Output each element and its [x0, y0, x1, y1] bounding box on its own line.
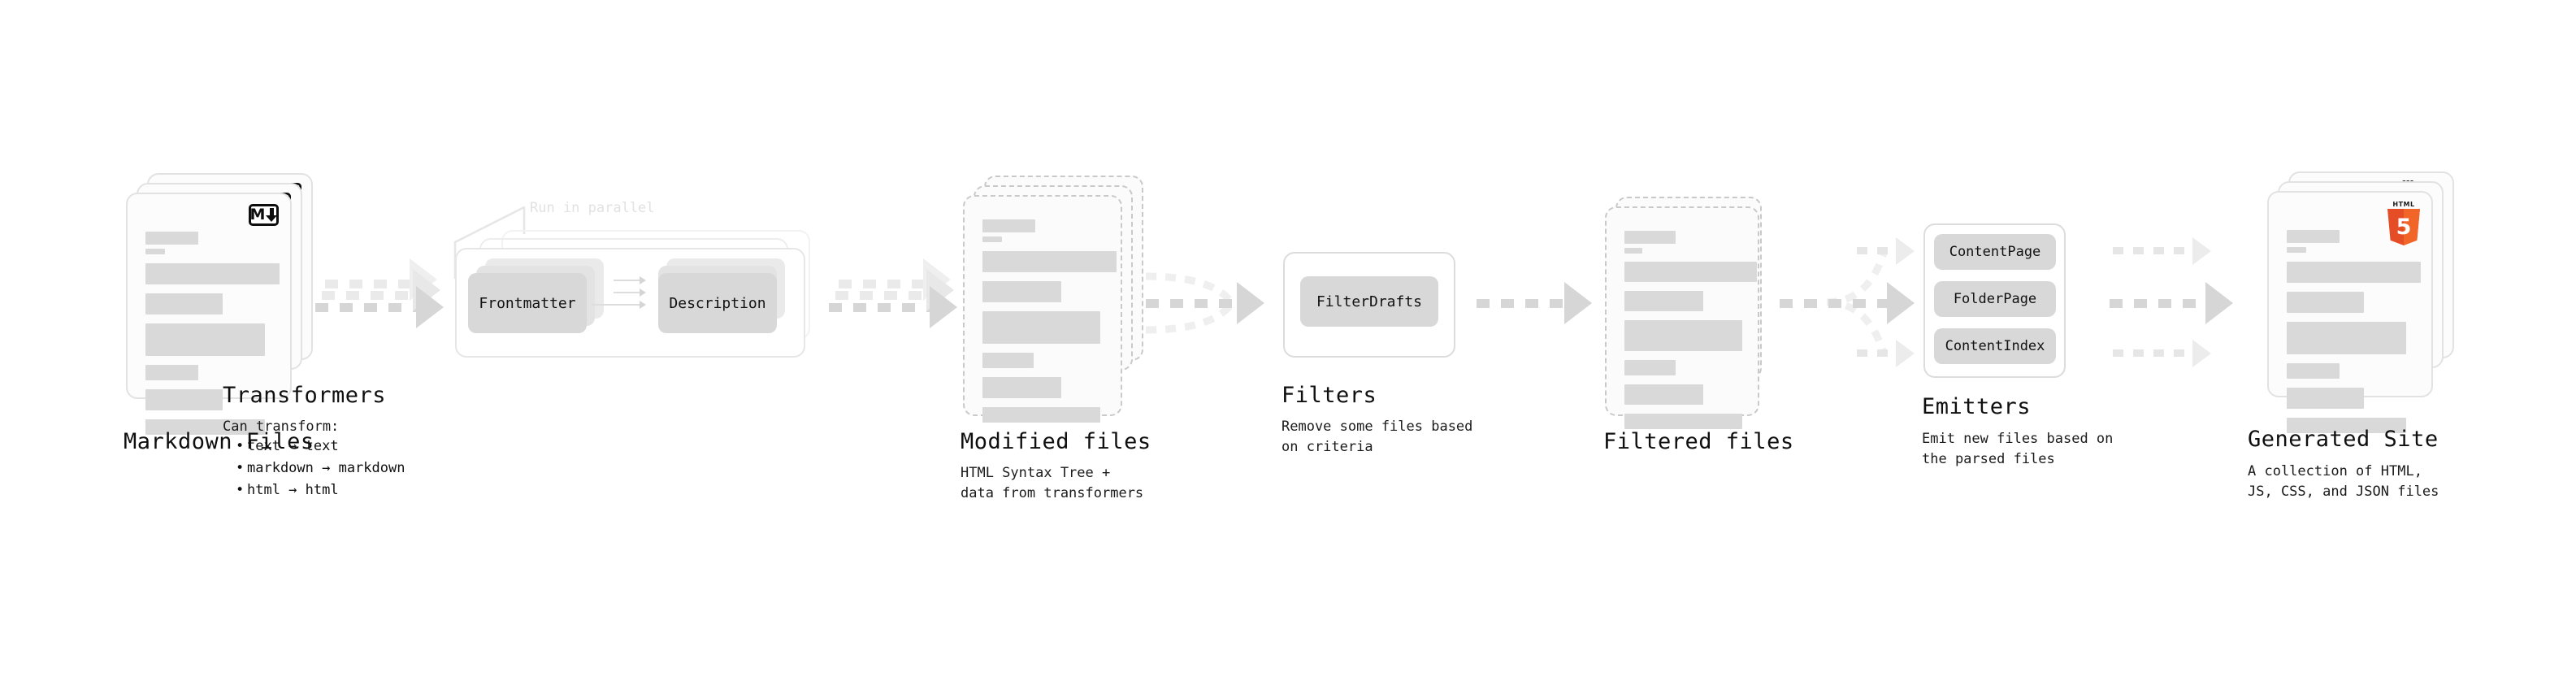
emitter-pill-contentindex[interactable]: ContentIndex: [1934, 328, 2056, 364]
markdown-card-front: M: [126, 193, 292, 435]
markdown-icon: M: [249, 204, 279, 226]
emitter-pill-folderpage[interactable]: FolderPage: [1934, 281, 2056, 317]
transformers-title: Transformers: [223, 383, 387, 408]
filters-subtitle: Remove some files based on criteria: [1281, 419, 1473, 455]
transformers-subtitle: Can transform:: [223, 419, 340, 435]
generated-site-title: Generated Site: [2248, 427, 2439, 452]
transformer-pill-description[interactable]: Description: [658, 273, 777, 333]
generated-card-front: HTML 5: [2267, 191, 2433, 433]
emitters-title: Emitters: [1922, 394, 2032, 419]
skeleton-bars: [145, 232, 280, 444]
modified-card-front: [963, 195, 1122, 423]
list-item: •markdown → markdown: [236, 460, 405, 476]
markdown-icon-arrow: [266, 208, 278, 222]
skeleton-bars: [2287, 230, 2421, 442]
emitters-subtitle: Emit new files based on the parsed files: [1922, 431, 2114, 467]
transformer-pill-frontmatter[interactable]: Frontmatter: [468, 273, 587, 333]
filter-pill-filterdrafts[interactable]: FilterDrafts: [1300, 276, 1438, 327]
filtered-card-front: [1605, 206, 1759, 429]
modified-files-title: Modified files: [961, 429, 1151, 454]
html5-icon-label: HTML: [2392, 201, 2415, 208]
markdown-icon-letter: M: [249, 206, 266, 223]
merge-curve: [1145, 272, 1235, 334]
skeleton-bars: [982, 219, 1117, 432]
skeleton-bars: [1624, 231, 1757, 438]
run-in-parallel-label: Run in parallel: [530, 200, 655, 216]
markdown-files-title: Markdown Files: [124, 429, 314, 454]
filters-title: Filters: [1281, 383, 1377, 408]
list-item: •html → html: [236, 482, 339, 498]
modified-files-subtitle: HTML Syntax Tree + data from transformer…: [961, 465, 1144, 501]
html5-icon-digit: 5: [2396, 215, 2412, 240]
filtered-files-title: Filtered files: [1603, 429, 1794, 454]
list-item: •text → text: [236, 438, 339, 454]
generated-site-subtitle: A collection of HTML, JS, CSS, and JSON …: [2248, 463, 2439, 500]
transformers-bullet-list: •text → text •markdown → markdown •html …: [232, 436, 405, 501]
emitter-pill-contentpage[interactable]: ContentPage: [1934, 234, 2056, 270]
html5-icon: HTML 5: [2387, 201, 2420, 245]
